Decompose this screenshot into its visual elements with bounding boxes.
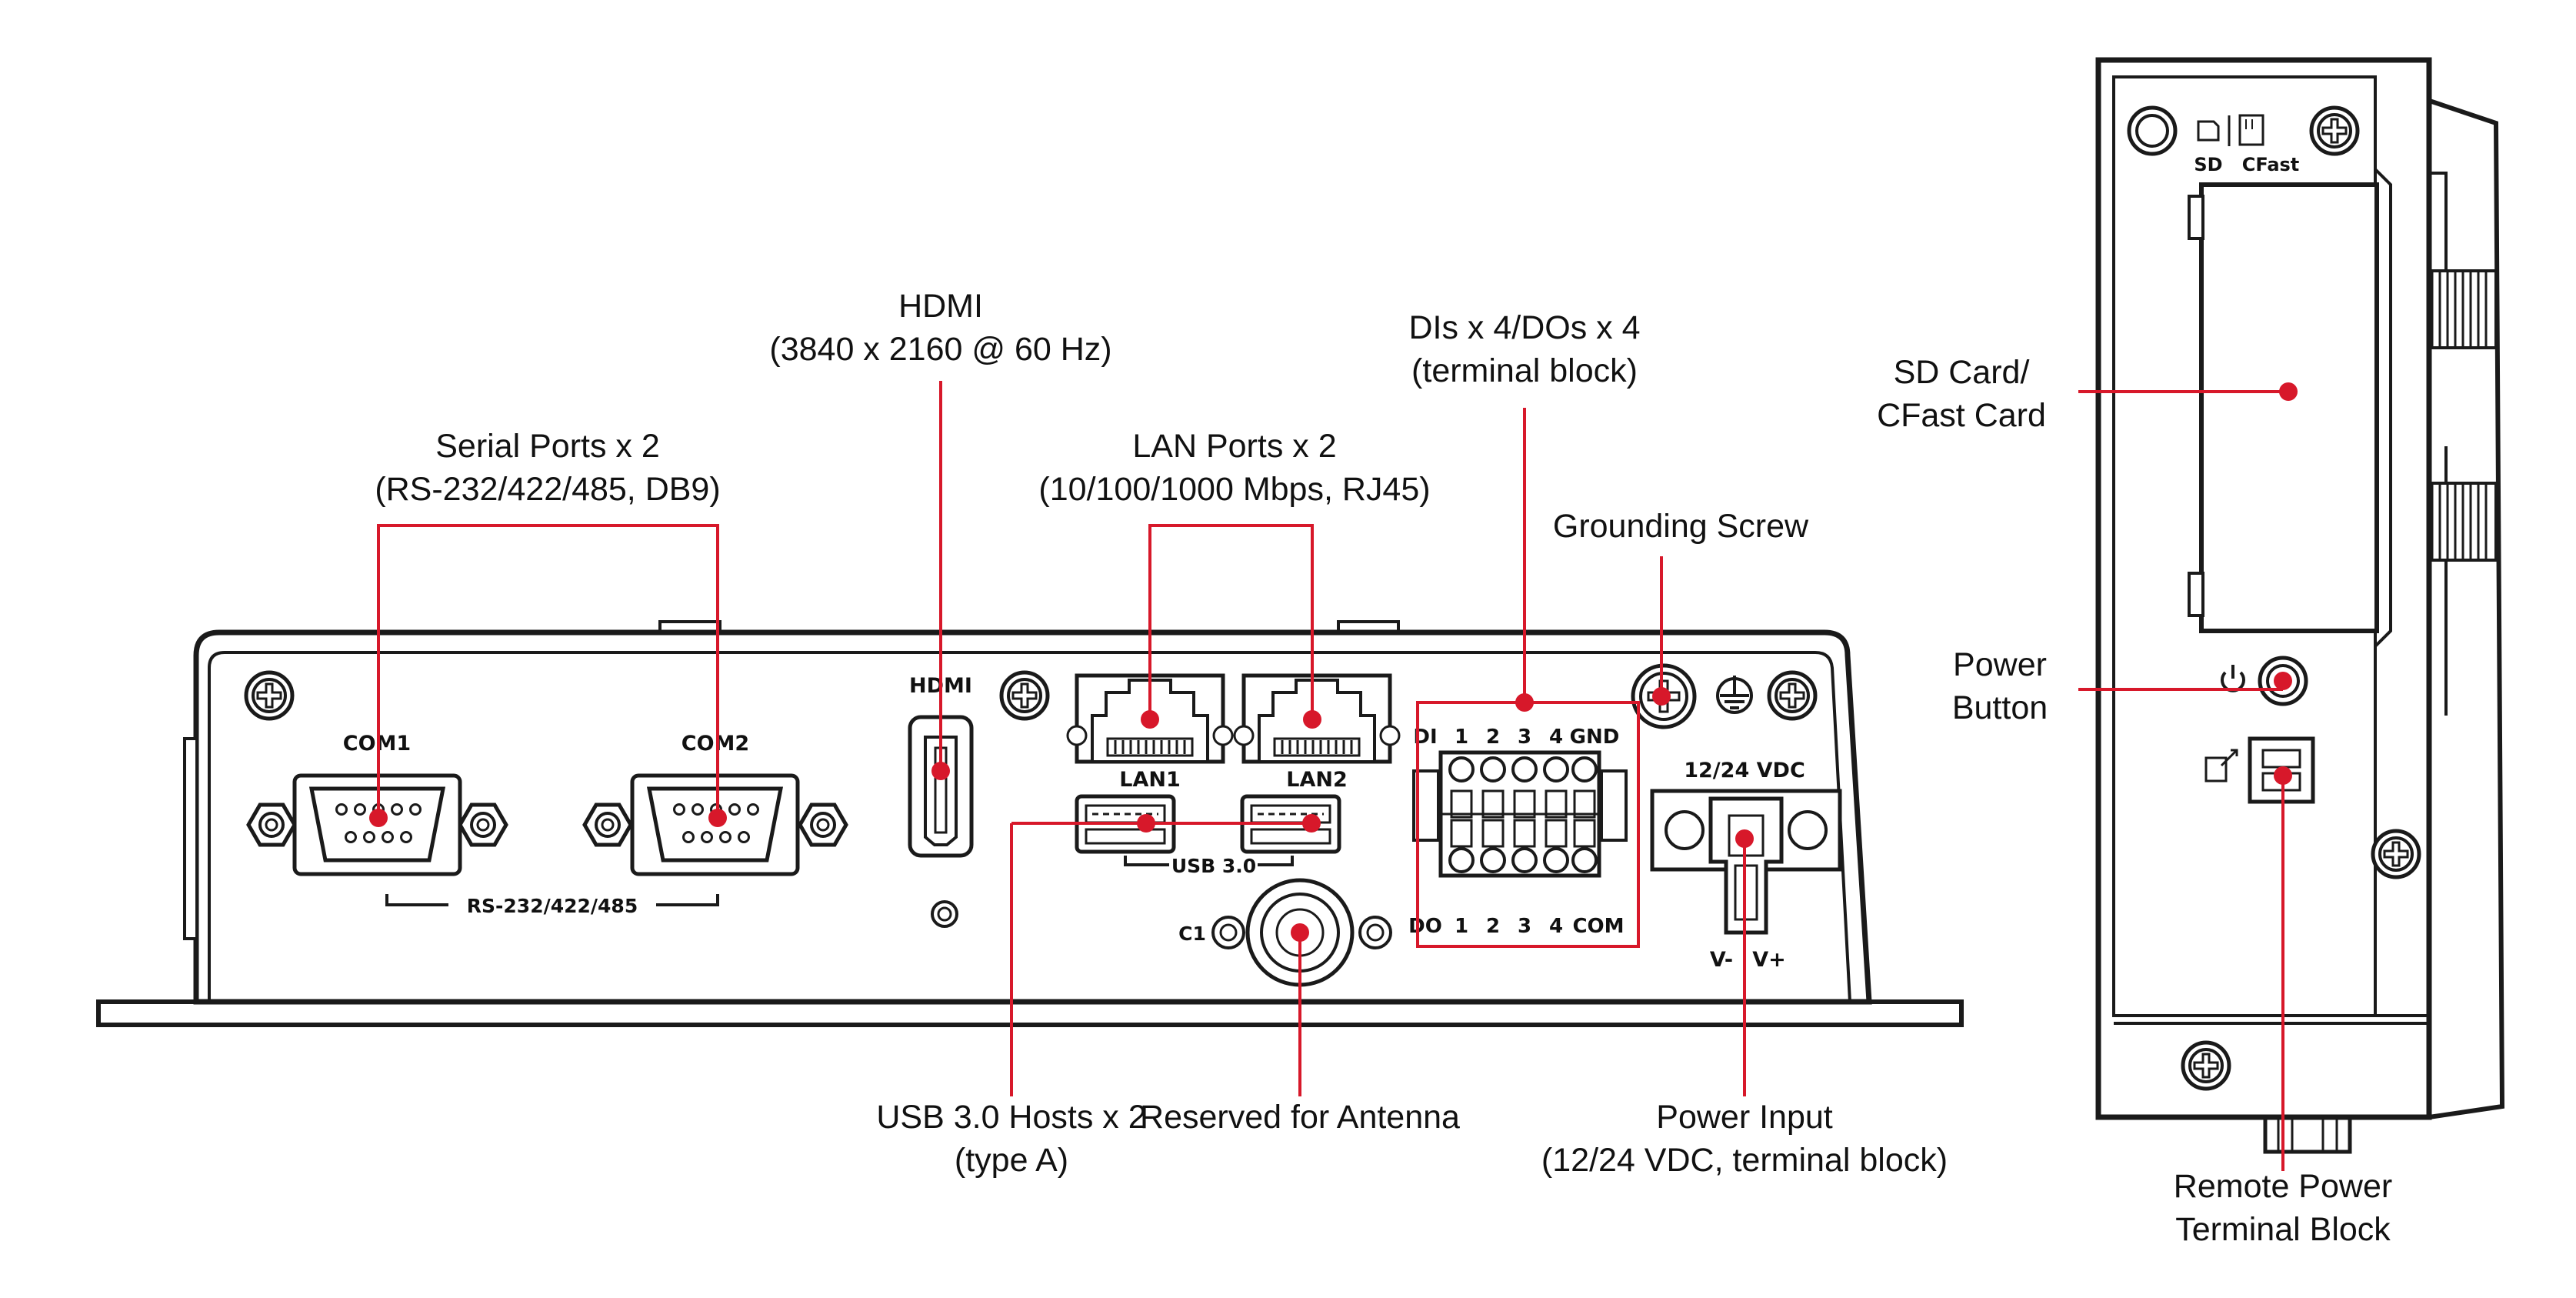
sd-label: SD bbox=[2194, 154, 2222, 175]
com2-label: COM2 bbox=[681, 732, 749, 756]
serial-leader bbox=[377, 524, 719, 818]
callout-antenna: Reserved for Antenna bbox=[1123, 1096, 1477, 1139]
callout-remote-line2: Terminal Block bbox=[2175, 1211, 2391, 1248]
callout-usb-line2: (type A) bbox=[954, 1142, 1069, 1179]
vminus-label: V- bbox=[1710, 948, 1733, 972]
do-pin-1: 1 bbox=[1455, 915, 1468, 938]
callout-power: Power Input (12/24 VDC, terminal block) bbox=[1506, 1096, 1983, 1182]
callout-sdcard-line2: CFast Card bbox=[1877, 397, 2046, 434]
di-pin-4: 4 bbox=[1549, 726, 1563, 749]
callout-serial: Serial Ports x 2 (RS-232/422/485, DB9) bbox=[355, 425, 740, 511]
lan2-label: LAN2 bbox=[1286, 768, 1347, 792]
callout-powerbtn-line2: Button bbox=[1951, 689, 2048, 726]
callout-lan-line2: (10/100/1000 Mbps, RJ45) bbox=[1038, 471, 1431, 508]
do-pin-4: 4 bbox=[1549, 915, 1563, 938]
callout-lan: LAN Ports x 2 (10/100/1000 Mbps, RJ45) bbox=[1000, 425, 1469, 511]
callout-dio-line2: (terminal block) bbox=[1411, 352, 1638, 389]
do-label: DO bbox=[1408, 915, 1442, 938]
ground-symbol-icon bbox=[1716, 676, 1753, 714]
do-pin-2: 2 bbox=[1486, 915, 1500, 938]
cfast-label: CFast bbox=[2242, 154, 2300, 175]
callout-antenna-line1: Reserved for Antenna bbox=[1140, 1099, 1460, 1136]
callout-hdmi-line1: HDMI bbox=[898, 288, 983, 325]
di-pin-3: 3 bbox=[1518, 726, 1531, 749]
callout-serial-line2: (RS-232/422/485, DB9) bbox=[375, 471, 721, 508]
vdc-label: 12/24 VDC bbox=[1684, 759, 1805, 782]
callout-lan-line1: LAN Ports x 2 bbox=[1132, 428, 1337, 465]
callout-dots bbox=[369, 382, 2298, 942]
callout-ground-line1: Grounding Screw bbox=[1552, 508, 1809, 545]
di-pin-1: 1 bbox=[1455, 726, 1468, 749]
callout-power-line2: (12/24 VDC, terminal block) bbox=[1541, 1142, 1948, 1179]
callout-usb: USB 3.0 Hosts x 2 (type A) bbox=[819, 1096, 1204, 1182]
di-pin-2: 2 bbox=[1486, 726, 1500, 749]
gnd-label: GND bbox=[1570, 726, 1620, 749]
callout-remote: Remote Power Terminal Block bbox=[2129, 1165, 2437, 1251]
callout-powerbtn: Power Button bbox=[1923, 643, 2077, 729]
callout-sdcard-line1: SD Card/ bbox=[1893, 354, 2030, 391]
lan1-label: LAN1 bbox=[1119, 768, 1180, 792]
callout-ground: Grounding Screw bbox=[1508, 505, 1854, 548]
callout-serial-line1: Serial Ports x 2 bbox=[435, 428, 660, 465]
callout-powerbtn-line1: Power bbox=[1953, 646, 2047, 683]
rs-label: RS-232/422/485 bbox=[467, 895, 638, 917]
callout-hdmi: HDMI (3840 x 2160 @ 60 Hz) bbox=[748, 285, 1133, 371]
vplus-label: V+ bbox=[1752, 948, 1786, 972]
callout-hdmi-line2: (3840 x 2160 @ 60 Hz) bbox=[769, 331, 1112, 368]
callout-leaders bbox=[377, 381, 2288, 1171]
side-panel bbox=[2095, 57, 2505, 1154]
callout-power-line1: Power Input bbox=[1656, 1099, 1833, 1136]
callout-dio-line1: DIs x 4/DOs x 4 bbox=[1408, 309, 1641, 346]
usb-label: USB 3.0 bbox=[1171, 855, 1256, 877]
callout-remote-line1: Remote Power bbox=[2173, 1168, 2393, 1205]
com-label: COM bbox=[1572, 915, 1624, 938]
callout-dio: DIs x 4/DOs x 4 (terminal block) bbox=[1332, 306, 1717, 392]
c1-label: C1 bbox=[1178, 923, 1206, 945]
callout-usb-line1: USB 3.0 Hosts x 2 bbox=[876, 1099, 1147, 1136]
panel-labels: COM1 COM2 RS-232/422/485 HDMI LAN1 LAN2 … bbox=[343, 154, 2300, 972]
lan-leader bbox=[1148, 524, 1314, 719]
remote-power-icon bbox=[2204, 749, 2238, 782]
callout-sdcard: SD Card/ CFast Card bbox=[1846, 351, 2077, 437]
do-pin-3: 3 bbox=[1518, 915, 1531, 938]
usb-leader bbox=[1010, 822, 1315, 1096]
